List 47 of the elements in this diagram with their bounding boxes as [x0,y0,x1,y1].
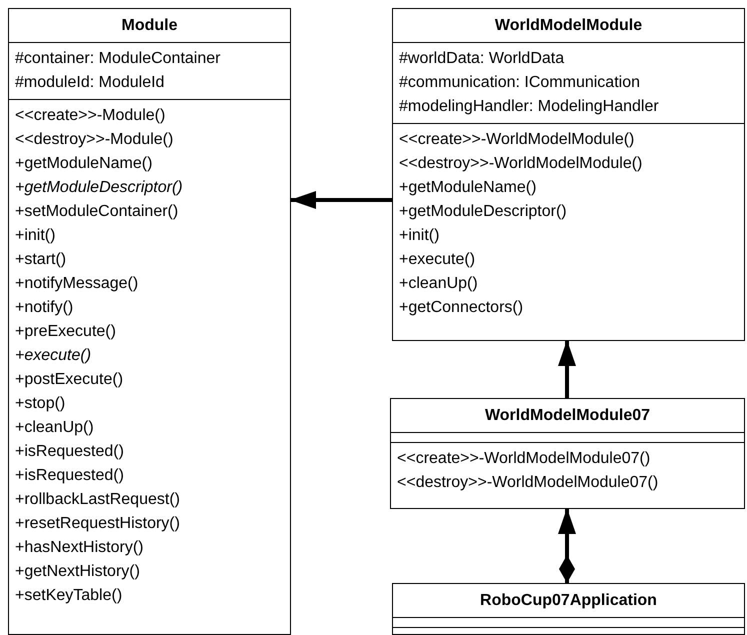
attribute-text: #modelingHandler: ModelingHandler [399,97,659,117]
attribute-text: #communication: ICommunication [399,73,640,93]
method-text: +notify() [15,298,74,318]
method-text: +execute() [399,250,476,270]
method-text: +cleanUp() [399,274,478,294]
method-text: +stop() [15,394,66,414]
method-text: +isRequested() [15,442,124,462]
method-text: +setKeyTable() [15,586,122,606]
method-text: +init() [399,226,440,246]
class-box [392,8,745,341]
method-text: +notifyMessage() [15,274,138,294]
method-text: +rollbackLastRequest() [15,490,180,510]
attribute-text: #moduleId: ModuleId [15,73,164,93]
method-text: <<destroy>>-WorldModelModule() [399,154,642,174]
method-text: +hasNextHistory() [15,538,144,558]
class-box [392,583,745,635]
method-text: +getModuleDescriptor() [399,202,567,222]
method-text: +setModuleContainer() [15,202,178,222]
class-box [390,398,745,509]
method-text: +getNextHistory() [15,562,140,582]
inheritance-arrow [290,191,392,209]
composition-arrow [558,508,576,583]
method-text: +init() [15,226,56,246]
inheritance-arrow [558,340,576,398]
method-text: <<destroy>>-WorldModelModule07() [397,473,658,493]
method-text: +preExecute() [15,322,116,342]
method-text: +getConnectors() [399,298,524,318]
method-text: +execute() [15,346,92,366]
class-name: WorldModelModule [494,16,642,36]
method-text: <<destroy>>-Module() [15,130,174,150]
method-text: +resetRequestHistory() [15,514,180,534]
attribute-text: #worldData: WorldData [399,49,564,69]
method-text: +isRequested() [15,466,124,486]
method-text: +getModuleName() [399,178,536,198]
method-text: +start() [15,250,66,270]
attribute-text: #container: ModuleContainer [15,49,220,69]
class-name: Module [122,16,178,36]
method-text: +cleanUp() [15,418,94,438]
class-name: WorldModelModule07 [484,406,650,426]
method-text: +postExecute() [15,370,124,390]
class-box [8,8,291,635]
method-text: <<create>>-Module() [15,106,166,126]
method-text: +getModuleDescriptor() [15,178,183,198]
method-text: <<create>>-WorldModelModule07() [397,449,650,469]
class-name: RoboCup07Application [480,590,657,610]
method-text: <<create>>-WorldModelModule() [399,130,634,150]
method-text: +getModuleName() [15,154,152,174]
